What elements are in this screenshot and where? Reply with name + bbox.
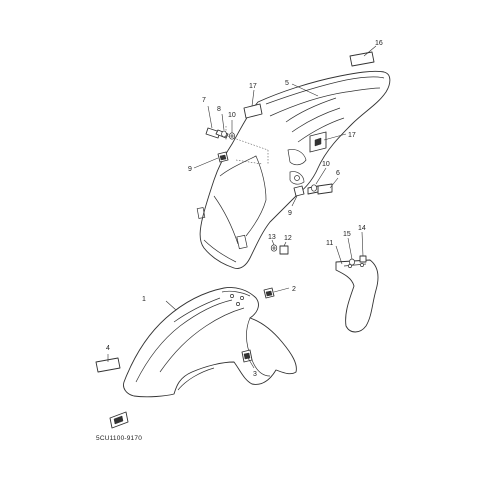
callout-4: 4 [106, 345, 110, 352]
nut-9-right [293, 185, 305, 197]
callout-9-right: 9 [288, 210, 292, 217]
callout-9-left: 9 [188, 166, 192, 173]
bolt-6 [307, 183, 333, 195]
callout-14: 14 [358, 225, 366, 232]
callout-8: 8 [217, 106, 221, 113]
callout-7: 7 [202, 97, 206, 104]
front-arrow-icon [109, 411, 129, 429]
callout-16: 16 [375, 40, 383, 47]
bolt-3 [241, 349, 253, 363]
callout-11: 11 [326, 240, 333, 247]
callout-1: 1 [142, 296, 146, 303]
nut-9-left [217, 151, 229, 163]
callout-10-upper: 10 [228, 112, 236, 119]
callout-5: 5 [285, 80, 289, 87]
callout-3: 3 [253, 371, 257, 378]
callout-2: 2 [292, 286, 296, 293]
washer-15 [349, 258, 355, 266]
callout-6: 6 [336, 170, 340, 177]
decal-4 [95, 357, 121, 373]
callout-12: 12 [284, 235, 292, 242]
nut-2 [263, 287, 275, 299]
catalog-code: 5CU1100-9170 [96, 435, 142, 442]
bolt-12 [279, 245, 289, 255]
leader-lines [107, 45, 377, 369]
washer-8 [221, 130, 227, 138]
front-fender [123, 287, 297, 398]
decal-17-upper [243, 103, 263, 119]
callout-15: 15 [343, 231, 351, 238]
collar-10-upper [229, 132, 235, 140]
washer-13 [270, 244, 278, 252]
bolt-14 [359, 255, 367, 263]
callout-17-upper: 17 [249, 83, 257, 90]
decal-16 [349, 51, 375, 67]
collar-10-right [311, 184, 317, 192]
callout-17-side: 17 [348, 132, 356, 139]
rear-fender [196, 70, 391, 269]
callout-13: 13 [268, 234, 276, 241]
decal-17-side [309, 131, 327, 153]
callout-labels: 1 2 3 4 5 6 7 8 9 9 10 10 11 12 13 14 15… [106, 40, 383, 378]
callout-10-right: 10 [322, 161, 330, 168]
mud-flap-11 [335, 259, 379, 333]
